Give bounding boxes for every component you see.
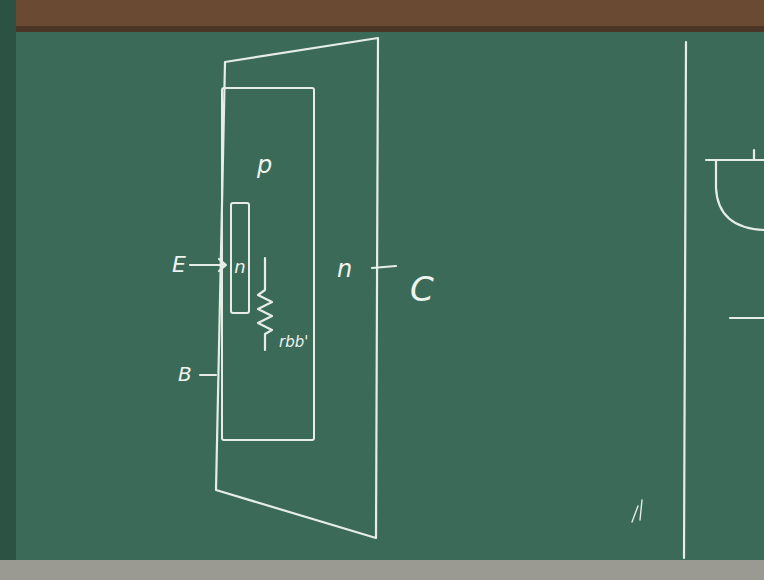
board-frame-edge <box>0 26 764 32</box>
region-label: n <box>234 258 245 276</box>
base-region: pn <box>221 87 315 441</box>
collector-region: npn <box>215 35 383 542</box>
divider-line <box>684 42 686 558</box>
chalk-mark <box>632 500 642 522</box>
terminal-label: C <box>410 272 434 306</box>
emitter-region: n <box>230 202 250 314</box>
base-lead <box>200 374 216 376</box>
chalk-ledge <box>0 560 764 580</box>
terminal-label: rbb' <box>279 335 308 350</box>
terminal-label: E <box>172 254 186 276</box>
board-frame <box>0 0 764 30</box>
terminal-label: B <box>178 364 192 384</box>
region-outline-path <box>216 38 378 538</box>
region-label: p <box>257 153 272 177</box>
collector-lead <box>372 266 396 268</box>
region-label: n <box>337 257 352 281</box>
region-outline <box>215 35 383 542</box>
partial-device-sketch <box>706 150 764 318</box>
resistor-symbol <box>258 258 272 350</box>
board-edge <box>0 0 16 580</box>
